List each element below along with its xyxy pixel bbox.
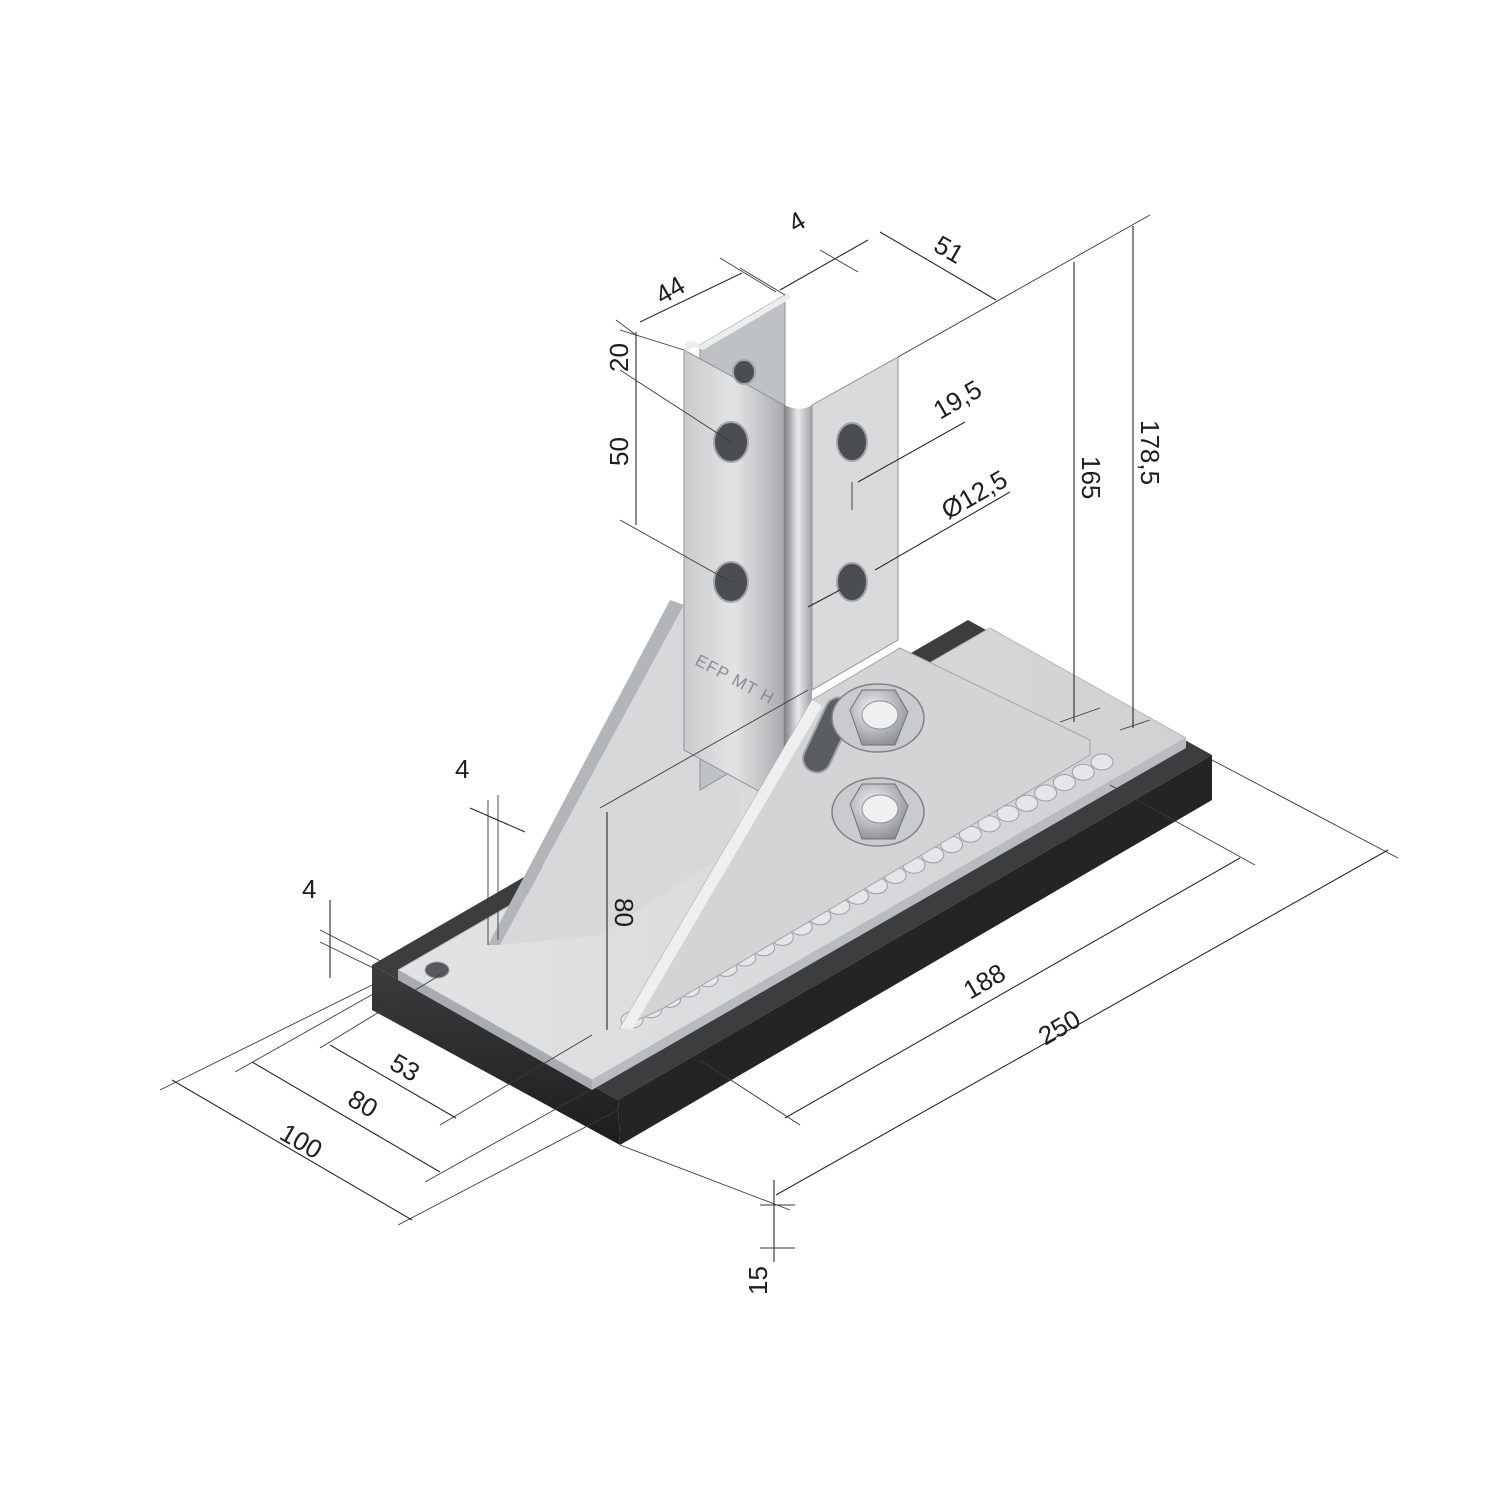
dim-hole-spacing: 50 <box>604 437 634 466</box>
dim-hole-diameter: Ø12,5 <box>936 464 1012 525</box>
u-channel-post: EFP MT H <box>683 293 899 806</box>
weld-dome <box>1071 763 1095 781</box>
bolt-lower <box>831 777 925 847</box>
dim-plate-thickness: 4 <box>302 874 316 904</box>
mounting-hole <box>424 961 450 979</box>
dim-post-height: 165 <box>1076 456 1106 499</box>
weld-dome <box>977 815 1001 833</box>
left-gusset <box>488 600 740 945</box>
dim-top-offset: 20 <box>604 343 634 372</box>
bolt-upper <box>831 683 925 753</box>
dimension-lines <box>159 214 1399 1262</box>
dim-hole-row-width: 80 <box>343 1083 383 1123</box>
weld-dome <box>1090 753 1114 771</box>
dim-hole-offset: 19,5 <box>928 374 987 425</box>
dim-depth: 51 <box>929 229 969 269</box>
weld-dome <box>1052 774 1076 792</box>
dim-flange-width: 44 <box>650 270 690 310</box>
dim-overall-height: 178,5 <box>1135 420 1165 485</box>
post-hole <box>836 422 868 462</box>
weld-dome <box>996 805 1020 823</box>
dim-gusset-thickness: 4 <box>455 754 469 784</box>
dim-plate-length: 250 <box>1033 1004 1086 1052</box>
dim-gusset-height: 80 <box>609 898 639 927</box>
weld-dome <box>1034 784 1058 802</box>
dim-wall-thickness-top: 4 <box>783 205 811 238</box>
post-hole <box>732 359 756 385</box>
dim-inner-width: 53 <box>385 1047 425 1087</box>
dim-plate-width: 100 <box>275 1117 328 1165</box>
dim-hole-row-length: 188 <box>958 958 1011 1006</box>
post-hole <box>836 562 868 602</box>
weld-dome <box>1015 794 1039 812</box>
dim-pad-thickness: 15 <box>743 1266 773 1295</box>
